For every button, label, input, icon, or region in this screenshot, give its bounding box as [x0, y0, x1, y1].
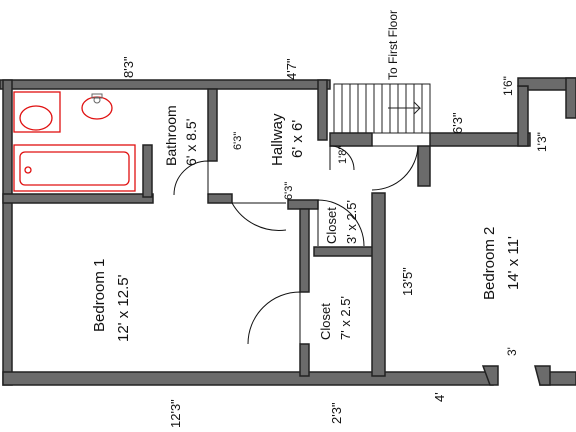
dim-4-7: 4'7" [284, 58, 299, 80]
closet-large-size: 7' x 2.5' [338, 296, 353, 340]
wall-stair-bottom [329, 132, 373, 147]
bedroom2-door [371, 145, 419, 191]
wall-right-corner [517, 77, 576, 91]
sink-icon [81, 96, 113, 120]
walls [0, 77, 576, 386]
toilet-tank [13, 91, 61, 133]
bedroom2-name: Bedroom 2 [481, 227, 498, 300]
bathroom-name: Bathroom [163, 105, 179, 166]
closet-large-door [247, 291, 301, 345]
bathroom-door [173, 160, 209, 196]
faucet-icon [93, 96, 101, 104]
wall-bathroom-bottom [2, 193, 154, 204]
wall-right-upper [429, 132, 531, 147]
dim-2-3: 2'3" [329, 402, 344, 424]
closet-large-name: Closet [318, 303, 333, 340]
wall-bottom-notch-right [534, 365, 551, 386]
stair-arrow-icon [388, 101, 422, 115]
dim-6-3-bath: 6'3" [232, 132, 244, 150]
wall-bathroom-right [207, 88, 218, 162]
wall-closet-right [371, 192, 386, 377]
hallway-name: Hallway [269, 113, 286, 166]
stairs-icon [333, 83, 431, 134]
closet-small-door [317, 199, 365, 247]
dim-1-8: 1'8" [337, 146, 349, 164]
bedroom1-size: 12' x 12.5' [115, 274, 132, 342]
room-labels: Bedroom 1 12' x 12.5' Bedroom 2 14' x 11… [91, 10, 522, 342]
stairs-label: To First Floor [386, 10, 400, 80]
bathtub-drain-icon [24, 166, 32, 174]
closet-small-size: 3' x 2.5' [344, 200, 359, 244]
toilet-bowl-icon [19, 105, 53, 131]
wall-right-edge [565, 77, 576, 119]
stair-door [329, 145, 355, 171]
wall-closet-top [287, 199, 319, 210]
wall-stub-bed2 [417, 145, 431, 187]
bedroom2-size: 14' x 11' [505, 236, 522, 290]
bathtub-icon [13, 144, 136, 192]
bathtub-inner [19, 151, 130, 186]
faucet-handle [91, 93, 103, 99]
wall-closet-left-lower [299, 343, 310, 377]
hallway-size: 6' x 6' [289, 120, 306, 158]
wall-tub-divider [142, 144, 153, 198]
wall-bottom [2, 371, 494, 386]
bathroom-size: 6' x 8.5' [183, 119, 199, 166]
bathroom-fixtures [13, 91, 136, 192]
wall-closet-divider [313, 246, 377, 257]
dim-1-3: 1'3" [535, 132, 549, 152]
dim-3: 3' [505, 347, 519, 356]
dim-6-3-hall: 6'3" [283, 182, 295, 200]
bedroom1-name: Bedroom 1 [91, 259, 108, 332]
wall-closet-left [299, 208, 310, 293]
wall-hall-bottom-left [207, 193, 233, 204]
dim-1-6: 1'6" [501, 76, 515, 96]
dim-4: 4' [432, 392, 447, 402]
dim-13-5: 13'5" [400, 267, 415, 296]
wall-top [0, 79, 331, 90]
wall-bottom-notch-left [481, 365, 499, 386]
dim-8-3: 8'3" [121, 56, 136, 78]
closet-small-name: Closet [324, 207, 339, 244]
wall-stair-left [317, 79, 328, 141]
wall-left [2, 79, 13, 386]
dim-6-3-stair: 6'3" [450, 112, 465, 134]
wall-right-bump [517, 85, 529, 147]
bedroom1-door [231, 202, 287, 231]
dimension-labels: 8'3" 4'7" 1'6" 6'3" 6'3" 1'8" 1'3" 6'3" … [121, 56, 549, 428]
dim-12-3: 12'3" [168, 399, 183, 428]
doors [173, 145, 419, 345]
